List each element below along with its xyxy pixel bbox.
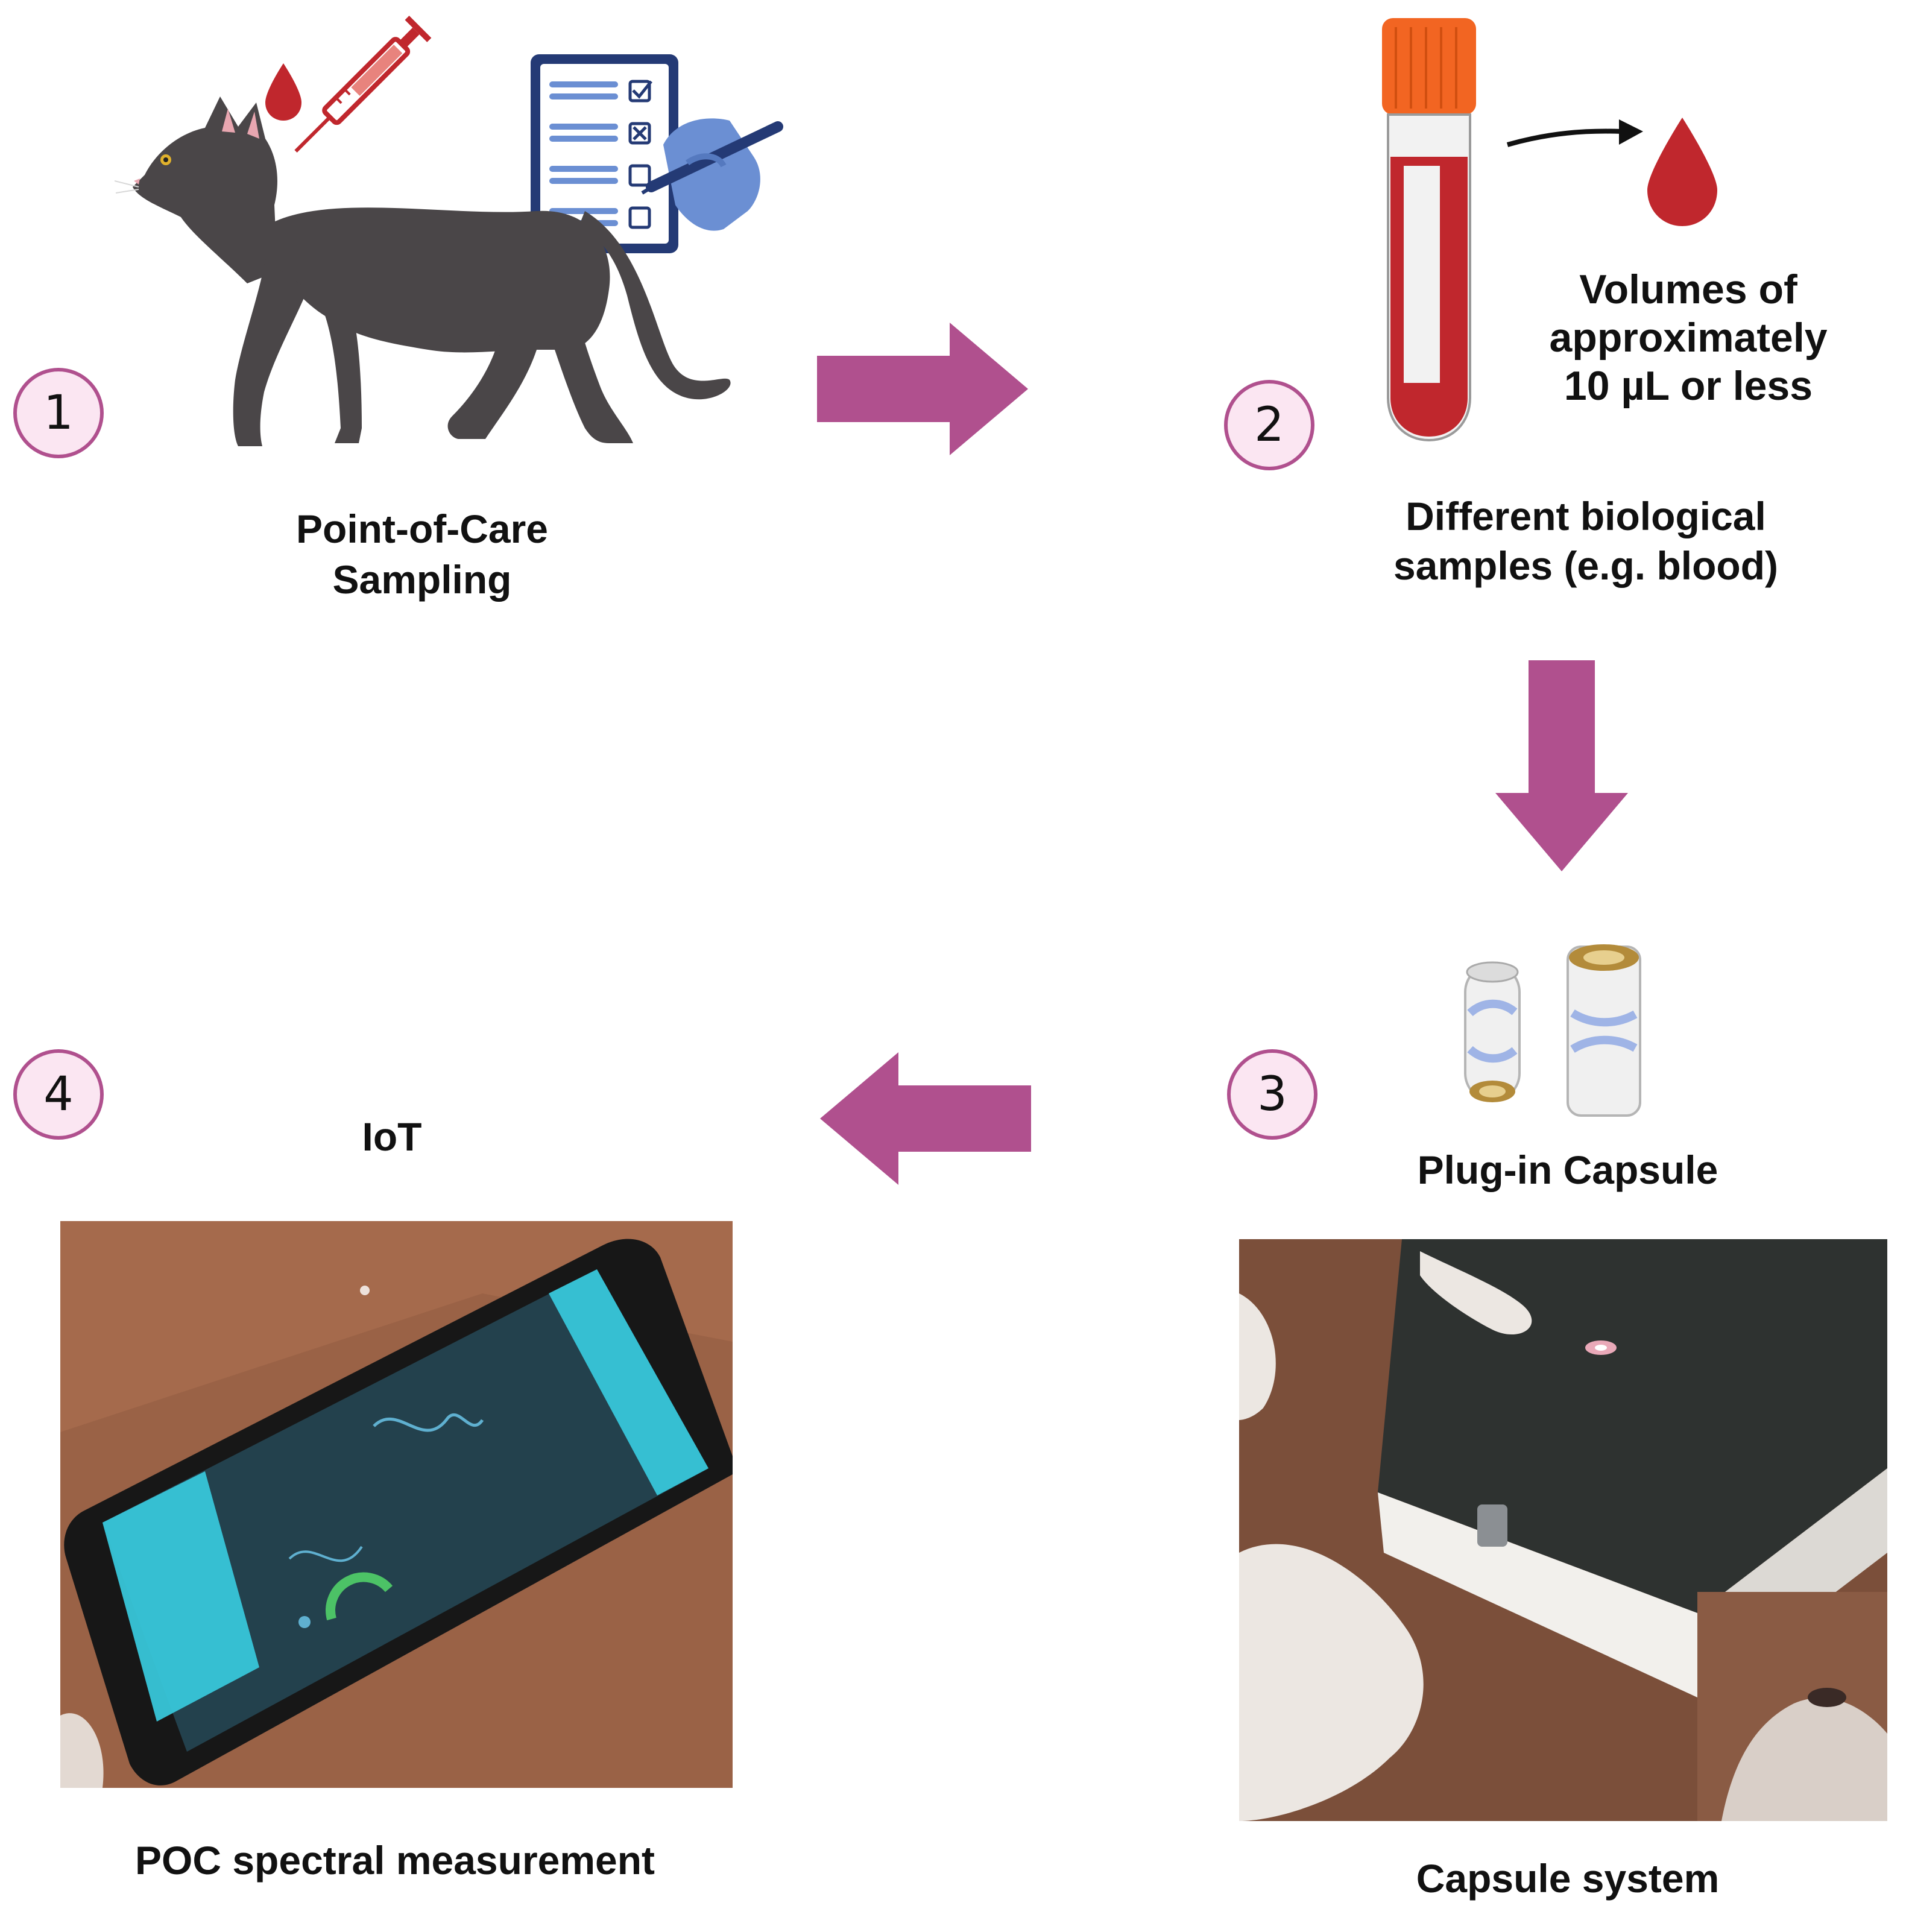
- arrow-right-icon: [817, 323, 1028, 455]
- step-2-label: Different biological samples (e.g. blood…: [1393, 494, 1779, 588]
- step-2-badge: 2: [1224, 380, 1314, 470]
- cat-icon: [115, 96, 731, 446]
- capsule-icon: [1464, 944, 1641, 1117]
- step-1-label: Point-of-Care Sampling: [296, 507, 548, 602]
- step-1-number: 1: [43, 386, 74, 440]
- step-1-badge: 1: [13, 368, 104, 458]
- arrow-left-icon: [820, 1052, 1031, 1185]
- arrow-to-drop-icon: [1506, 119, 1643, 147]
- clipboard-icon: [531, 54, 783, 253]
- syringe-icon: [265, 16, 432, 153]
- step-3-badge: 3: [1227, 1049, 1317, 1140]
- step-4-number: 4: [43, 1067, 74, 1122]
- device-photo: [1239, 1239, 1887, 1821]
- step-4-badge: 4: [13, 1049, 104, 1140]
- step-3-label: Plug-in Capsule: [1417, 1148, 1718, 1192]
- blood-tube-icon: [1382, 18, 1476, 442]
- blood-drop-icon: [1647, 118, 1717, 226]
- step-4-caption: POC spectral measurement: [134, 1838, 655, 1883]
- smartphone-photo: [60, 1221, 733, 1788]
- arrow-down-icon: [1495, 660, 1628, 871]
- step-2-number: 2: [1254, 398, 1284, 452]
- step-3-number: 3: [1257, 1067, 1287, 1122]
- step-3-caption: Capsule system: [1416, 1856, 1720, 1901]
- hand-pen-icon: [641, 118, 783, 231]
- sample-volume-note: Volumes of approximately 10 µL or less: [1549, 267, 1828, 409]
- step-4-label: IoT: [362, 1114, 422, 1159]
- blood-drop-icon: [265, 63, 301, 121]
